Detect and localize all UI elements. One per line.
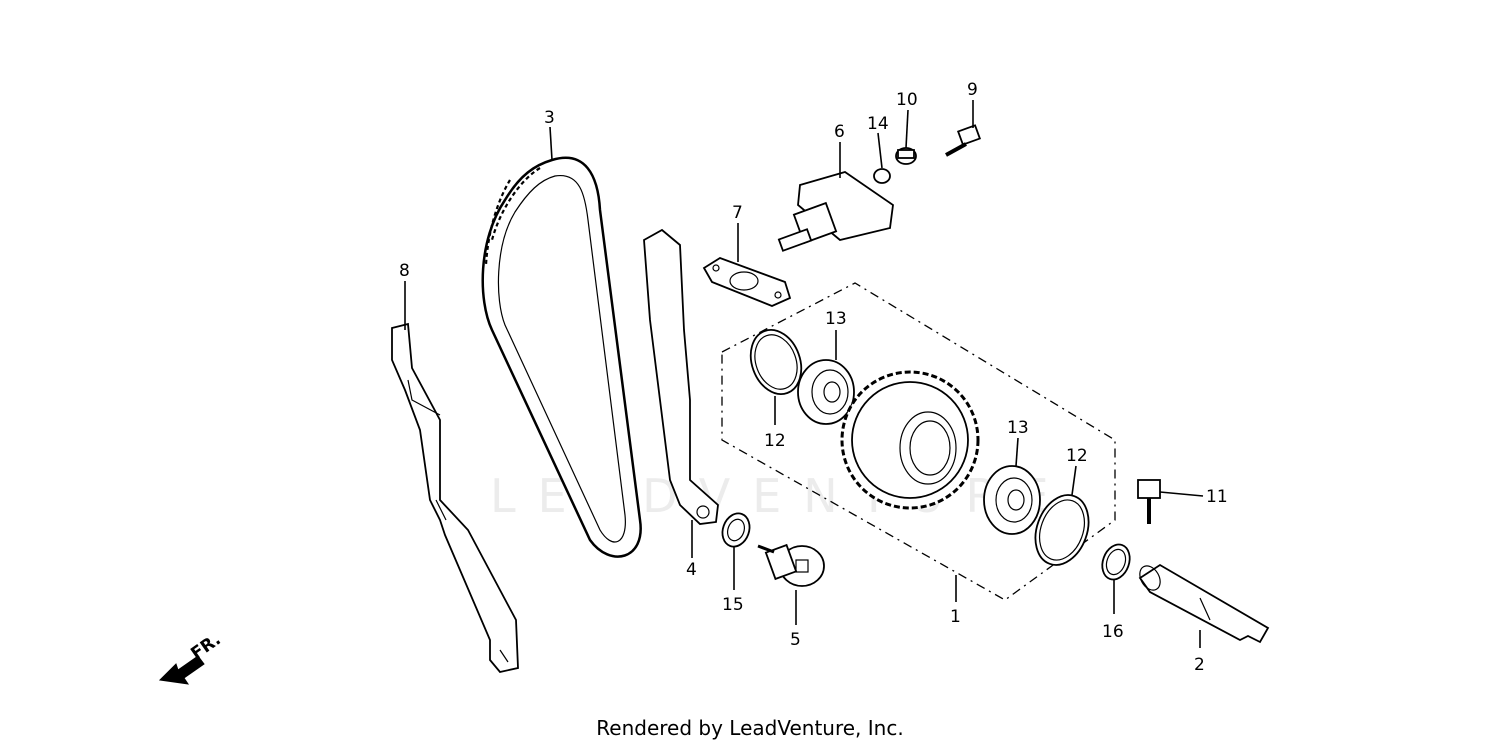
snap-ring-part-12-lower <box>1034 494 1090 566</box>
bearing-part-13-lower <box>983 465 1041 535</box>
washer-part-15 <box>721 512 751 548</box>
gasket-part <box>702 257 792 307</box>
callout-10: 10 <box>896 90 918 110</box>
bearing-part-13-upper <box>797 359 855 425</box>
front-direction-arrow: FR. <box>158 630 225 685</box>
tensioner-lifter-part <box>777 171 894 252</box>
callout-12-lower: 12 <box>1066 446 1088 466</box>
callout-2: 2 <box>1194 655 1205 675</box>
callouts: 1 2 3 4 5 6 7 8 9 10 11 12 12 13 13 14 1… <box>399 80 1228 675</box>
callout-8: 8 <box>399 261 410 281</box>
idler-gear-part <box>840 370 980 510</box>
tensioner-slider-part <box>643 228 719 525</box>
washer-part-14 <box>873 168 891 184</box>
plug-bolt-part-5 <box>757 543 825 587</box>
assembly-box <box>721 282 1116 601</box>
cam-chain-guide-part <box>391 322 519 673</box>
callout-9: 9 <box>967 80 978 100</box>
callout-3: 3 <box>544 108 555 128</box>
callout-15: 15 <box>722 595 744 615</box>
callout-16: 16 <box>1102 622 1124 642</box>
callout-12-upper: 12 <box>764 431 786 451</box>
snap-ring-part-12-upper <box>749 329 803 395</box>
callout-14: 14 <box>867 114 889 134</box>
leader-lines <box>404 100 1204 648</box>
shaft-part-2 <box>1138 563 1270 644</box>
bolt-part-9 <box>945 124 982 157</box>
callout-7: 7 <box>732 203 743 223</box>
footer-credit: Rendered by LeadVenture, Inc. <box>596 716 904 740</box>
callout-13-upper: 13 <box>825 309 847 329</box>
callout-13-lower: 13 <box>1007 418 1029 438</box>
callout-11: 11 <box>1206 487 1228 507</box>
o-ring-part-16 <box>1101 543 1131 581</box>
cam-chain-part <box>481 156 642 558</box>
callout-5: 5 <box>790 630 801 650</box>
bolt-part-11 <box>1137 479 1161 524</box>
cap-bolt-part-10 <box>895 147 917 165</box>
callout-6: 6 <box>834 122 845 142</box>
callout-1: 1 <box>950 607 961 627</box>
callout-4: 4 <box>686 560 697 580</box>
